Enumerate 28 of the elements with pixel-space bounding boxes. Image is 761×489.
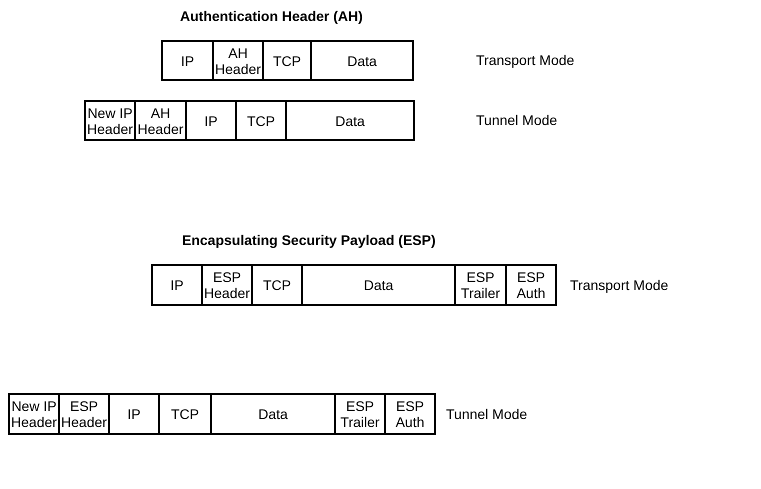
mode-label: Tunnel Mode	[446, 406, 528, 422]
packet-field: New IP Header	[8, 393, 60, 435]
packet-field: ESP Header	[58, 393, 110, 435]
packet-field: ESP Header	[201, 264, 253, 306]
packet-field: TCP	[262, 40, 312, 81]
packet-field: IP	[151, 264, 203, 306]
packet-field: ESP Auth	[505, 264, 557, 306]
packet-field: IP	[185, 100, 237, 141]
mode-label: Transport Mode	[476, 52, 574, 68]
packet-field: Data	[301, 264, 456, 306]
packet-field: ESP Trailer	[454, 264, 507, 306]
mode-label: Transport Mode	[570, 277, 668, 293]
packet-field: New IP Header	[84, 100, 136, 141]
packet-field: IP	[108, 393, 160, 435]
packet-field: Data	[310, 40, 414, 81]
packet-field: ESP Auth	[384, 393, 436, 435]
packet-field: Data	[285, 100, 415, 141]
section-heading: Encapsulating Security Payload (ESP)	[182, 232, 436, 248]
packet-field: Data	[210, 393, 336, 435]
packet-field: AH Header	[134, 100, 187, 141]
section-heading: Authentication Header (AH)	[180, 8, 363, 24]
packet-field: TCP	[158, 393, 212, 435]
packet-field: IP	[161, 40, 214, 81]
packet-field: TCP	[251, 264, 303, 306]
packet-field: AH Header	[212, 40, 264, 81]
mode-label: Tunnel Mode	[476, 112, 558, 128]
packet-field: TCP	[235, 100, 287, 141]
packet-field: ESP Trailer	[334, 393, 386, 435]
